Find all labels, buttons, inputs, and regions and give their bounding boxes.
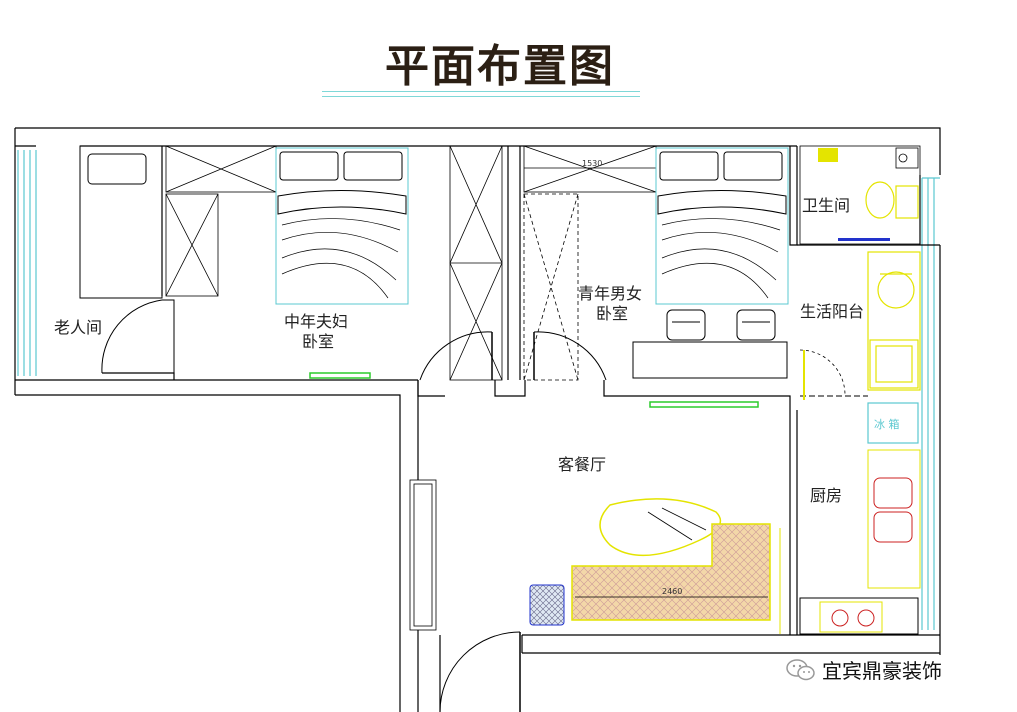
stove <box>799 597 919 635</box>
side-table <box>529 584 565 626</box>
bathroom-door-strip <box>838 238 890 241</box>
wall-bottom-right <box>522 634 940 654</box>
elderly-bed <box>79 145 163 299</box>
watermark: 宜宾鼎豪装饰 <box>786 655 942 684</box>
entry-door-swing <box>439 631 521 712</box>
title-rule-bottom <box>322 96 640 97</box>
room-label-elderly: 老人间 <box>54 318 103 337</box>
room-label-bathroom: 卫生间 <box>802 196 851 215</box>
bathroom-fixtures <box>799 145 921 245</box>
balcony-fixtures <box>867 251 921 391</box>
wall-left-wing-bottom <box>15 394 401 712</box>
master-door-swing <box>419 331 493 381</box>
master-radiator <box>309 372 371 379</box>
window-left <box>17 150 37 376</box>
room-label-master-line2: 卧室 <box>302 332 335 351</box>
master-wardrobe <box>165 145 277 193</box>
elderly-door-jamb <box>102 372 175 380</box>
exterior-walls <box>14 127 941 712</box>
youth-wardrobe <box>523 145 657 381</box>
sofa-dimension: 2460 <box>662 587 682 596</box>
youth-bed <box>655 147 789 305</box>
wardrobe-dimension: 1530 <box>582 159 602 168</box>
central-wardrobe <box>449 145 503 381</box>
sofa <box>571 523 771 621</box>
youth-door-swing <box>533 331 607 381</box>
master-bed <box>275 147 409 305</box>
room-label-living-dining: 客餐厅 <box>558 455 607 474</box>
youth-radiator <box>649 401 759 408</box>
wall-top-outer <box>15 127 941 175</box>
title-rule-top <box>322 91 640 92</box>
elderly-pillow <box>87 153 147 185</box>
window-right <box>921 178 935 630</box>
kitchen-sink <box>867 449 921 589</box>
living-cabinet <box>409 479 437 631</box>
watermark-text: 宜宾鼎豪装饰 <box>822 659 942 683</box>
room-label-master-line1: 中年夫妇 <box>284 312 349 331</box>
room-label-youth-line2: 卧室 <box>596 304 629 323</box>
fridge <box>867 402 919 444</box>
fridge-label: 冰 箱 <box>874 417 900 431</box>
room-label-balcony: 生活阳台 <box>800 302 865 321</box>
balcony-door-swing <box>799 349 846 396</box>
wechat-icon <box>786 658 815 680</box>
page-title: 平面布置图 <box>385 41 615 92</box>
room-label-youth-line1: 青年男女 <box>578 284 643 303</box>
windows <box>17 150 940 630</box>
elderly-wardrobe <box>165 193 219 297</box>
room-label-kitchen: 厨房 <box>810 486 843 505</box>
dining-table <box>599 498 722 556</box>
interior-walls <box>102 146 940 635</box>
youth-desk <box>632 309 788 379</box>
elderly-door-leaf <box>162 299 175 373</box>
elderly-door-swing <box>101 299 163 374</box>
